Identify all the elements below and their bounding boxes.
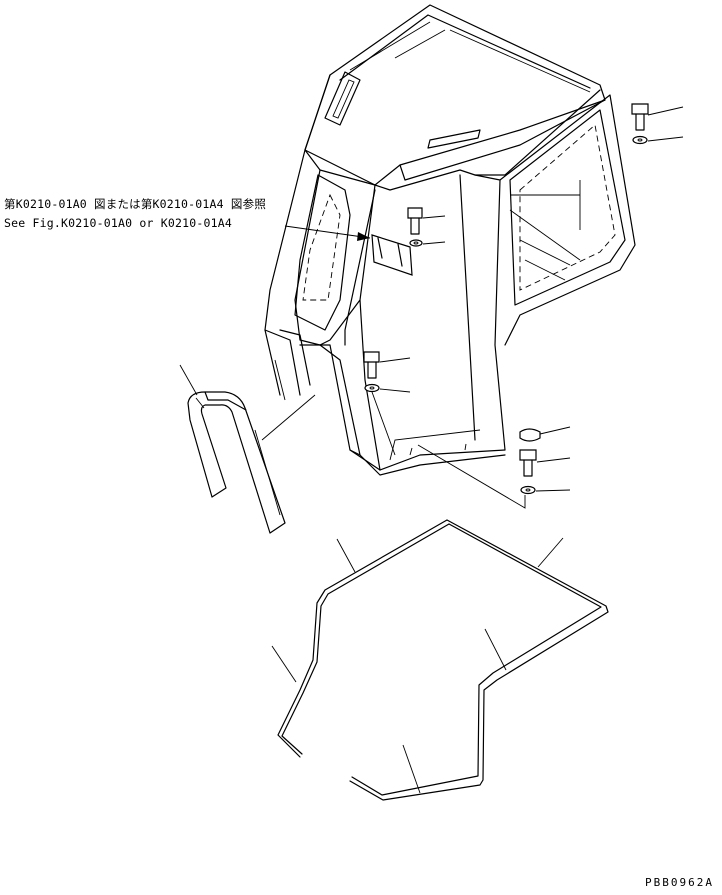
bolt-bracket: [407, 207, 446, 235]
bolt-lower-right: [519, 449, 571, 477]
reference-note-japanese: 第K0210-01A0 図または第K0210-01A4 図参照: [4, 197, 267, 211]
reference-arrow: [284, 225, 371, 241]
cab-frame: [264, 4, 636, 476]
washer-top-right: [632, 135, 684, 145]
drawing-code: PBB0962A: [645, 876, 714, 889]
washer-middle: [364, 383, 411, 456]
bracket-part: [371, 234, 413, 276]
bolt-top-right: [631, 103, 684, 131]
reference-note-english: See Fig.K0210-01A0 or K0210-01A4: [4, 216, 232, 230]
window-seal-molding: [271, 519, 609, 801]
washer-bracket: [409, 239, 446, 247]
washer-lower-right: [520, 485, 571, 495]
cap-lower-right: [519, 426, 571, 442]
bolt-middle: [363, 351, 411, 379]
plate-leader: [417, 444, 526, 509]
handrail-pad: [179, 364, 316, 534]
